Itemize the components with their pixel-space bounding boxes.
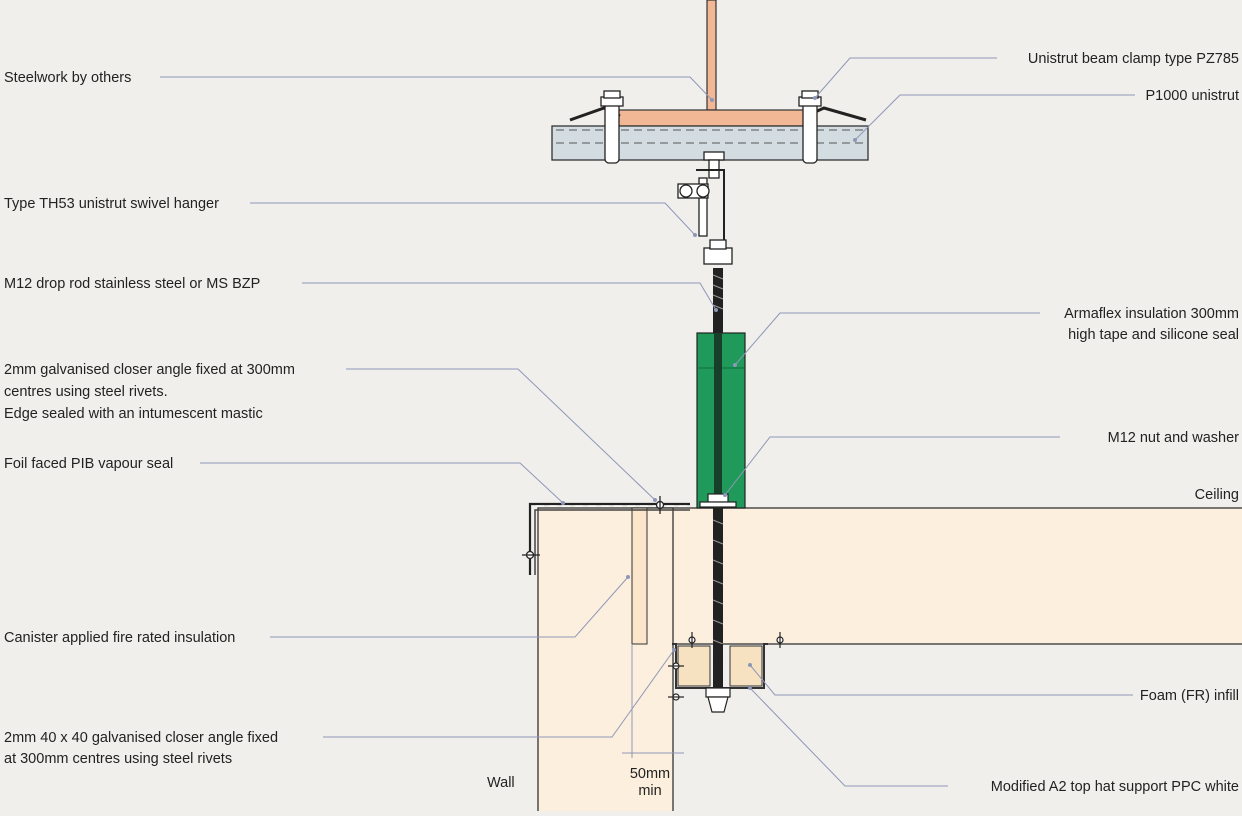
label-armaflex-1: Armaflex insulation 300mm bbox=[1064, 306, 1239, 322]
rivet-icon bbox=[668, 632, 784, 701]
label-vapour-seal: Foil faced PIB vapour seal bbox=[4, 456, 173, 472]
label-canister-insulation: Canister applied fire rated insulation bbox=[4, 630, 235, 646]
label-wall: Wall bbox=[487, 775, 515, 791]
washer bbox=[699, 501, 737, 508]
label-unistrut: P1000 unistrut bbox=[1145, 88, 1239, 104]
drop-rod-inner bbox=[714, 333, 722, 508]
ceiling-slab bbox=[631, 507, 1242, 645]
bottom-dome-nut bbox=[707, 696, 729, 713]
label-closer-angle-bottom-1: 2mm 40 x 40 galvanised closer angle fixe… bbox=[4, 730, 278, 746]
steel-beam-web bbox=[706, 0, 717, 111]
rivet-icon bbox=[522, 496, 665, 560]
leader-dots bbox=[561, 96, 857, 690]
dimension-50mm bbox=[622, 644, 684, 758]
leader-lines bbox=[160, 57, 1135, 787]
label-top-hat: Modified A2 top hat support PPC white bbox=[991, 779, 1239, 795]
label-beam-clamp: Unistrut beam clamp type PZ785 bbox=[1028, 51, 1239, 67]
label-closer-angle-top-2: centres using steel rivets. bbox=[4, 384, 168, 400]
swivel-hanger bbox=[677, 151, 733, 265]
label-steelwork: Steelwork by others bbox=[4, 70, 131, 86]
label-dimension-2: min bbox=[638, 783, 661, 799]
drop-rod-lower bbox=[713, 644, 723, 692]
label-closer-angle-top-3: Edge sealed with an intumescent mastic bbox=[4, 406, 263, 422]
label-dimension-1: 50mm bbox=[630, 766, 670, 782]
closer-angle-top bbox=[534, 509, 690, 575]
wall bbox=[537, 507, 674, 814]
steel-beam-flange bbox=[616, 109, 807, 127]
label-swivel-hanger: Type TH53 unistrut swivel hanger bbox=[4, 196, 219, 212]
label-foam-infill: Foam (FR) infill bbox=[1140, 688, 1239, 704]
label-armaflex-2: high tape and silicone seal bbox=[1068, 327, 1239, 343]
label-ceiling: Ceiling bbox=[1195, 487, 1239, 503]
fire-rated-insulation bbox=[631, 507, 648, 645]
bottom-nut bbox=[705, 687, 731, 698]
label-closer-angle-top-1: 2mm galvanised closer angle fixed at 300… bbox=[4, 362, 295, 378]
label-closer-angle-bottom-2: at 300mm centres using steel rivets bbox=[4, 751, 232, 767]
beam-clamp-left bbox=[569, 90, 624, 164]
beam-clamp-right bbox=[798, 90, 867, 164]
label-nut-washer: M12 nut and washer bbox=[1108, 430, 1240, 446]
label-drop-rod: M12 drop rod stainless steel or MS BZP bbox=[4, 276, 260, 292]
foam-infill-right bbox=[729, 645, 763, 687]
